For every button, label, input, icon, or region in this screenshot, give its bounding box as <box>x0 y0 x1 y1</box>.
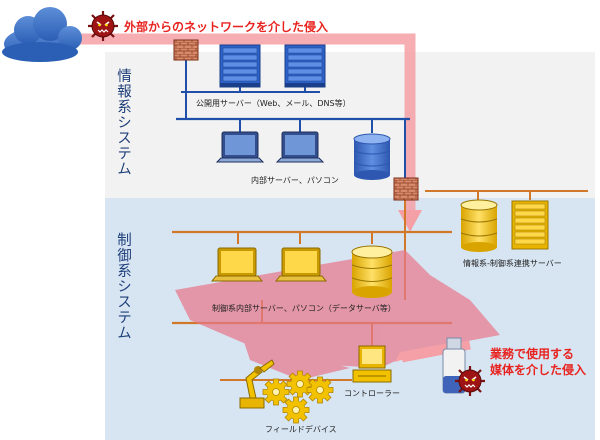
internal-pcs-label: 内部サーバー、パソコン <box>251 175 339 185</box>
laptop-icon <box>211 247 263 282</box>
database-icon <box>460 199 498 252</box>
controller-icon <box>352 345 392 383</box>
cloud-icon <box>2 7 82 62</box>
virus-icon <box>453 364 487 398</box>
gear-icon <box>306 376 334 404</box>
laptop-icon <box>276 131 324 163</box>
firewall-icon <box>393 177 419 201</box>
media-attack-label-line1: 業務で使用する <box>489 346 574 361</box>
controller-label: コントローラー <box>344 389 400 398</box>
server-rack-icon <box>284 44 326 88</box>
bridge-servers-label: 情報系-制御系連携サーバー <box>463 258 562 268</box>
public-servers-label: 公開用サーバー（Web、メール、DNS等） <box>196 98 351 108</box>
virus-icon <box>86 9 120 43</box>
info-zone-bg <box>105 52 595 198</box>
gear-icon <box>282 396 310 424</box>
gear-icon <box>286 370 314 398</box>
gear-icon <box>262 378 290 406</box>
server-rack-icon <box>219 44 261 88</box>
server-rack-icon <box>511 200 549 250</box>
info-zone-label: 情報系システム <box>115 68 131 177</box>
external-attack-arrow <box>70 33 416 212</box>
database-icon <box>353 133 391 180</box>
external-attack-label: 外部からのネットワークを介した侵入 <box>124 19 328 34</box>
robot-arm-icon <box>239 359 275 409</box>
control-internal-label: 制御系内部サーバー、パソコン（データサーバ等） <box>212 303 396 313</box>
laptop-icon <box>216 131 264 163</box>
field-devices-label: フィールドデバイス <box>265 424 337 434</box>
control-zone-label: 制御系システム <box>115 232 131 341</box>
database-icon <box>351 245 393 298</box>
firewall-icon <box>173 39 199 61</box>
media-attack-label-line2: 媒体を介した侵入 <box>490 362 586 377</box>
laptop-icon <box>275 247 327 282</box>
